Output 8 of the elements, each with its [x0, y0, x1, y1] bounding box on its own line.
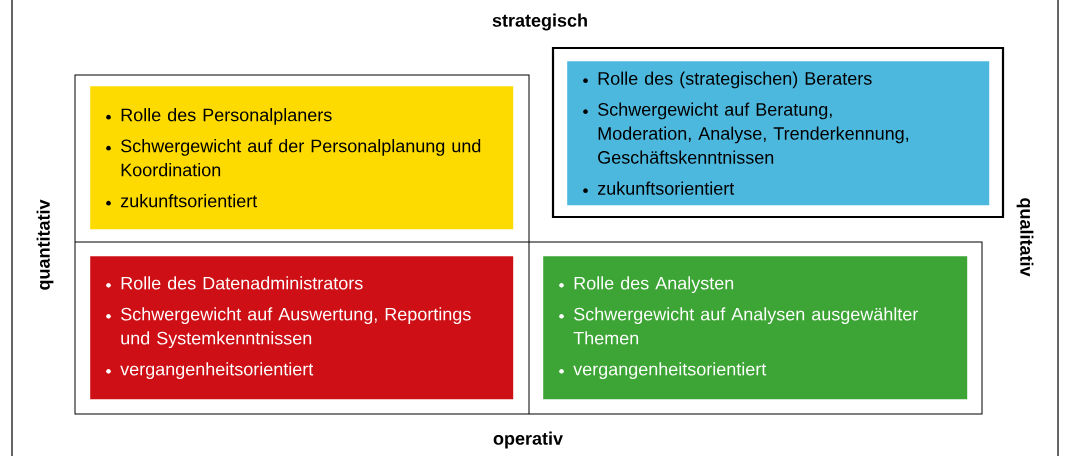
role-box: Rolle des (strategischen) Beraters Schwergewicht auf Beratung, Moderation, Analyse, Trenderkennung, Geschäftskenntnissen zukunftsorientiert — [567, 61, 990, 206]
axis-label: quantitativ — [36, 199, 54, 290]
role-box: Rolle des Personalplaners Schwergewicht auf der Personalplanung und Koordination zukunftsorientiert — [90, 86, 514, 230]
axis-label: qualitativ — [1016, 198, 1034, 277]
role-box: Rolle des Analysten Schwergewicht auf Analysen ausgewählter Themen vergangenheitsorientiert — [543, 256, 968, 400]
axis-label: strategisch — [492, 13, 587, 31]
role-box: Rolle des Datenadministrators Schwergewicht auf Auswertung, Reportings und Systemkenntnissen vergangenheitsorientiert — [90, 256, 514, 400]
axis-label: operativ — [493, 431, 563, 449]
